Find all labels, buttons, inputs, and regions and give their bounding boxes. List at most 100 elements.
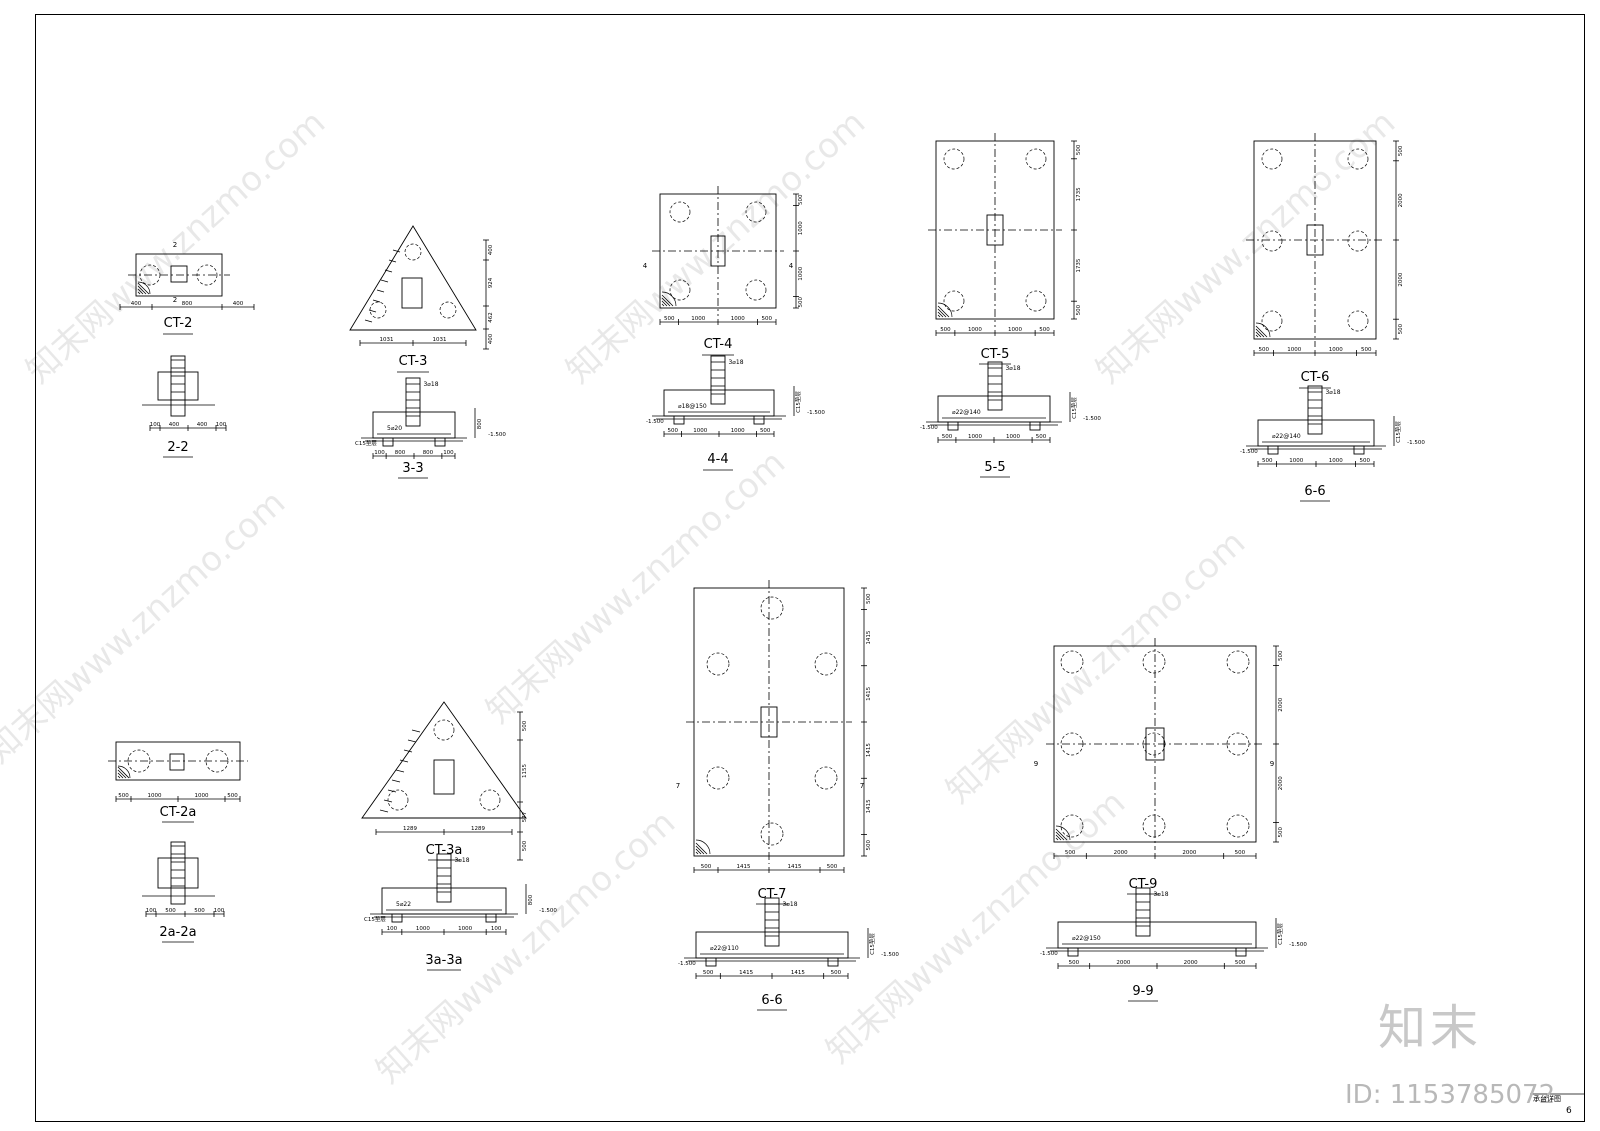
pile-circle	[706, 652, 730, 676]
hatch-line	[117, 766, 130, 779]
column-plan	[1145, 727, 1165, 761]
hatch-line	[137, 282, 150, 295]
hatch-arc	[1055, 825, 1071, 841]
column-plan	[710, 235, 726, 267]
rebar-label: 3⌀18	[1325, 389, 1340, 396]
dim-label: 500	[701, 864, 712, 870]
dim-label: 2000	[1278, 697, 1284, 711]
hatch-line	[1055, 831, 1065, 841]
pile-stub	[1029, 421, 1041, 431]
hatch-line	[1255, 331, 1262, 338]
rebar-label: ⌀22@140	[1272, 433, 1301, 440]
elev-label: -1.500	[539, 908, 557, 914]
pile-circle	[139, 264, 161, 286]
dim-label: 1000	[1289, 458, 1303, 464]
dim-label: 500	[522, 840, 528, 851]
column-section	[1307, 385, 1323, 435]
pile-circle	[439, 301, 457, 319]
pile-stub	[391, 913, 403, 923]
dim-label: 1000	[1329, 347, 1343, 353]
pile-circle	[1060, 814, 1084, 838]
dim-label: 800	[395, 450, 406, 456]
pile-cap-section	[157, 857, 199, 889]
dim-label: 500	[761, 316, 772, 322]
rebar-label: 3⌀18	[782, 901, 797, 908]
dim-label: 500	[227, 793, 238, 799]
column-plan	[1306, 224, 1324, 256]
dim-label: 2000	[1398, 272, 1404, 286]
cut-mark: 7	[676, 782, 680, 790]
pile-circle	[369, 301, 387, 319]
dim-label: 800	[182, 301, 193, 307]
dim-label: 1415	[739, 970, 753, 976]
rebar-label: 3⌀18	[423, 381, 438, 388]
hatch-line	[1055, 828, 1068, 841]
column-plan	[401, 277, 423, 309]
dim-label: 1415	[866, 630, 872, 644]
elev-label: -1.500	[881, 952, 899, 958]
title-2-2: 2-2	[167, 440, 189, 455]
title-ct2a: CT-2a	[159, 805, 197, 820]
dim-label: 100	[491, 926, 502, 932]
pile-circle	[127, 749, 151, 773]
hatch-arc	[117, 765, 131, 779]
dim-label: 1415	[788, 864, 802, 870]
dim-label: 577	[522, 811, 528, 822]
title-ct6: CT-6	[1300, 370, 1330, 385]
dim-label: 1735	[1076, 187, 1082, 201]
title-ct4: CT-4	[703, 337, 733, 352]
title-4-4: 4-4	[707, 452, 729, 467]
watermark-id: ID: 1153785072	[1345, 1080, 1556, 1110]
dim-label: 500	[827, 864, 838, 870]
dim-label: 1415	[737, 864, 751, 870]
dim-label: 1000	[1006, 434, 1020, 440]
dim-label: 2000	[1278, 776, 1284, 790]
hatch-line	[1055, 837, 1059, 841]
dim-label: 500	[760, 428, 771, 434]
dim-label: 500	[1278, 826, 1284, 837]
rebar-hatch	[395, 769, 405, 773]
rebar-hatch	[391, 779, 401, 783]
pile-stub	[382, 437, 394, 447]
dim-label: 500	[1069, 960, 1080, 966]
pile-stub	[705, 957, 717, 967]
cushion-label: -1.500	[678, 961, 696, 967]
rebar-hatch	[372, 299, 381, 303]
pile-circle	[196, 264, 218, 286]
cushion-label: -1.500	[920, 425, 938, 431]
rebar-hatch	[380, 279, 389, 283]
dim-label: 2000	[1182, 850, 1196, 856]
cut-mark: 4	[789, 262, 794, 270]
dim-label: 500	[831, 970, 842, 976]
pile-circle	[943, 148, 965, 170]
pile-circle	[1347, 310, 1369, 332]
hatch-line	[1255, 328, 1265, 338]
hatch-line	[137, 285, 147, 295]
sheet-border	[35, 14, 1585, 1122]
elev-label: -1.500	[807, 410, 825, 416]
dim-label: 2000	[1116, 960, 1130, 966]
hatch-line	[137, 288, 144, 295]
dim-label: 500	[703, 970, 714, 976]
dim-label: 100	[374, 450, 385, 456]
dim-label: 500	[1398, 323, 1404, 334]
pile-circle	[1226, 650, 1250, 674]
dim-label: 500	[1036, 434, 1047, 440]
column-section	[170, 355, 186, 417]
dim-label: 500	[1278, 650, 1284, 661]
dim-label: 1000	[148, 793, 162, 799]
hatch-line	[695, 851, 699, 855]
rebar-hatch	[392, 249, 401, 253]
dim-label: 800	[477, 418, 483, 429]
dim-label: 100	[150, 422, 161, 428]
title-5-5: 5-5	[984, 460, 1006, 475]
dim-label: 500	[798, 297, 804, 308]
dim-label: 400	[197, 422, 208, 428]
rebar-hatch	[411, 729, 421, 733]
pile-circle	[760, 596, 784, 620]
dim-label: 100	[146, 908, 157, 914]
dim-label: 500	[194, 908, 205, 914]
hatch-line	[1255, 325, 1268, 338]
cushion-label: -1.500	[646, 419, 664, 425]
pile-stub	[1067, 947, 1079, 957]
